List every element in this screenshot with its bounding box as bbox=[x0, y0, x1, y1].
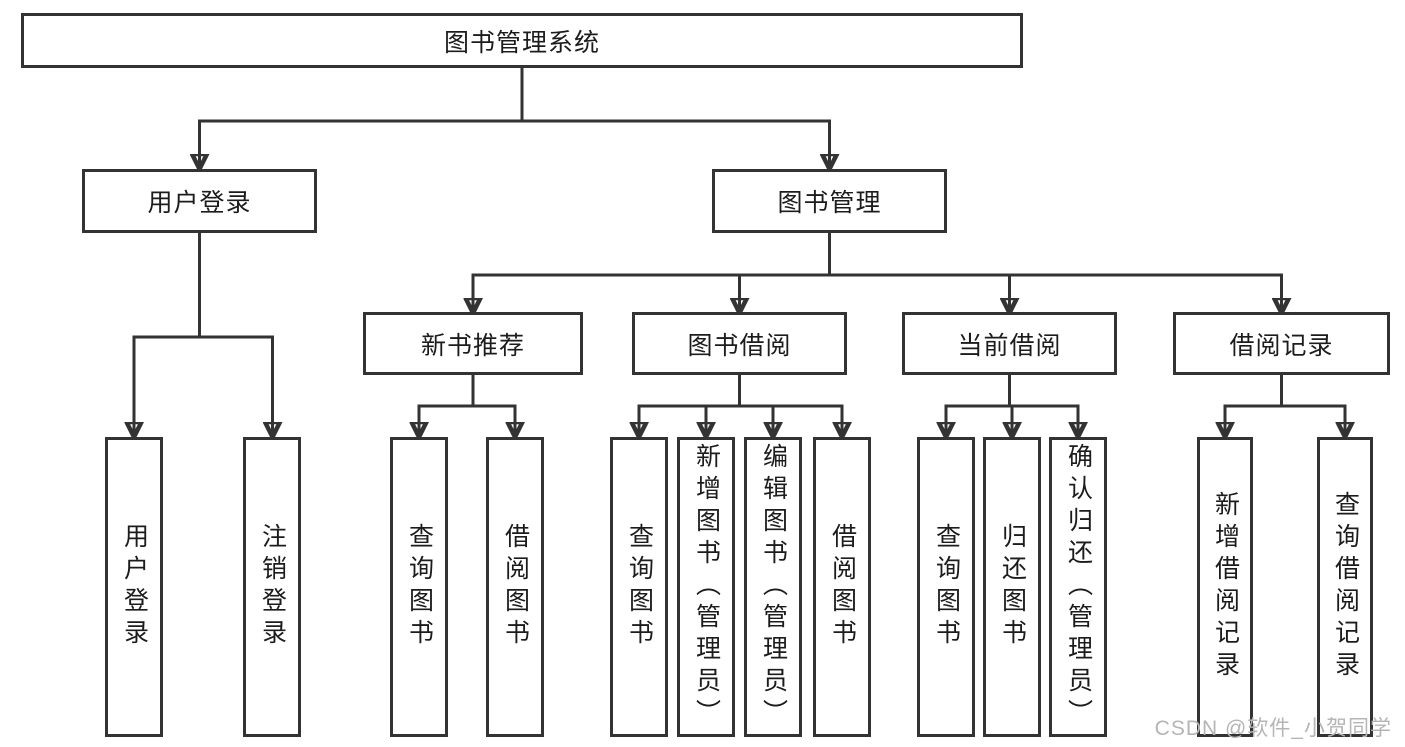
node-user-login: 用户登录 bbox=[82, 169, 317, 233]
node-label: 借阅记录 bbox=[1229, 331, 1334, 360]
node-label: 新书推荐 bbox=[420, 331, 525, 360]
node-current-borrow: 当前借阅 bbox=[902, 312, 1117, 375]
leaf-records-add-record: 新增借阅记录 bbox=[1197, 437, 1253, 737]
node-label: 用户登录 bbox=[120, 523, 149, 651]
leaf-current-query-book: 查询图书 bbox=[917, 437, 975, 737]
leaf-current-confirm-return-admin: 确认归还（管理员） bbox=[1049, 437, 1107, 737]
leaf-borrow-query-book: 查询图书 bbox=[610, 437, 668, 737]
leaf-user-login: 用户登录 bbox=[105, 437, 163, 737]
node-borrow-records: 借阅记录 bbox=[1173, 312, 1390, 375]
node-label: 注销登录 bbox=[258, 523, 287, 651]
node-new-book-recommend: 新书推荐 bbox=[363, 312, 583, 375]
node-book-borrow: 图书借阅 bbox=[632, 312, 847, 375]
connector-root-to-level1 bbox=[198, 68, 831, 166]
leaf-logout: 注销登录 bbox=[243, 437, 301, 737]
node-label: 查询图书 bbox=[932, 523, 961, 651]
leaf-current-return-book: 归还图书 bbox=[983, 437, 1041, 737]
node-label: 新增借阅记录 bbox=[1211, 491, 1240, 683]
leaf-borrow-borrow-book: 借阅图书 bbox=[813, 437, 871, 737]
leaf-borrow-add-book-admin: 新增图书（管理员） bbox=[677, 437, 735, 737]
node-library-management-system: 图书管理系统 bbox=[21, 13, 1023, 68]
node-label: 用户登录 bbox=[147, 189, 252, 217]
node-label: 查询图书 bbox=[405, 523, 434, 651]
node-book-management: 图书管理 bbox=[712, 169, 947, 233]
node-label: 图书管理 bbox=[777, 189, 882, 217]
leaf-borrow-edit-book-admin: 编辑图书（管理员） bbox=[744, 437, 802, 737]
connector-borrow-records-to-leaves bbox=[1224, 375, 1347, 434]
connector-book-management-to-groups bbox=[472, 233, 1284, 310]
node-label: 借阅图书 bbox=[828, 523, 857, 651]
node-label: 查询图书 bbox=[625, 523, 654, 651]
node-label: 图书管理系统 bbox=[443, 28, 600, 57]
leaf-recommend-query-book: 查询图书 bbox=[390, 437, 448, 737]
connector-new-book-recommend-to-leaves bbox=[418, 375, 517, 434]
node-label: 借阅图书 bbox=[501, 523, 530, 651]
node-label: 查询借阅记录 bbox=[1331, 491, 1360, 683]
leaf-records-query-record: 查询借阅记录 bbox=[1317, 437, 1373, 737]
connector-user-login-to-leaves bbox=[133, 233, 275, 434]
connector-book-borrow-to-leaves bbox=[638, 375, 844, 434]
node-label: 当前借阅 bbox=[957, 331, 1062, 360]
node-label: 归还图书 bbox=[998, 523, 1027, 651]
connector-current-borrow-to-leaves bbox=[945, 375, 1080, 434]
leaf-recommend-borrow-book: 借阅图书 bbox=[486, 437, 544, 737]
node-label: 图书借阅 bbox=[687, 331, 792, 360]
node-label: 编辑图书（管理员） bbox=[759, 443, 788, 731]
node-label: 确认归还（管理员） bbox=[1064, 443, 1093, 731]
node-label: 新增图书（管理员） bbox=[692, 443, 721, 731]
csdn-watermark: CSDN @软件_小贺同学 bbox=[1154, 717, 1392, 740]
